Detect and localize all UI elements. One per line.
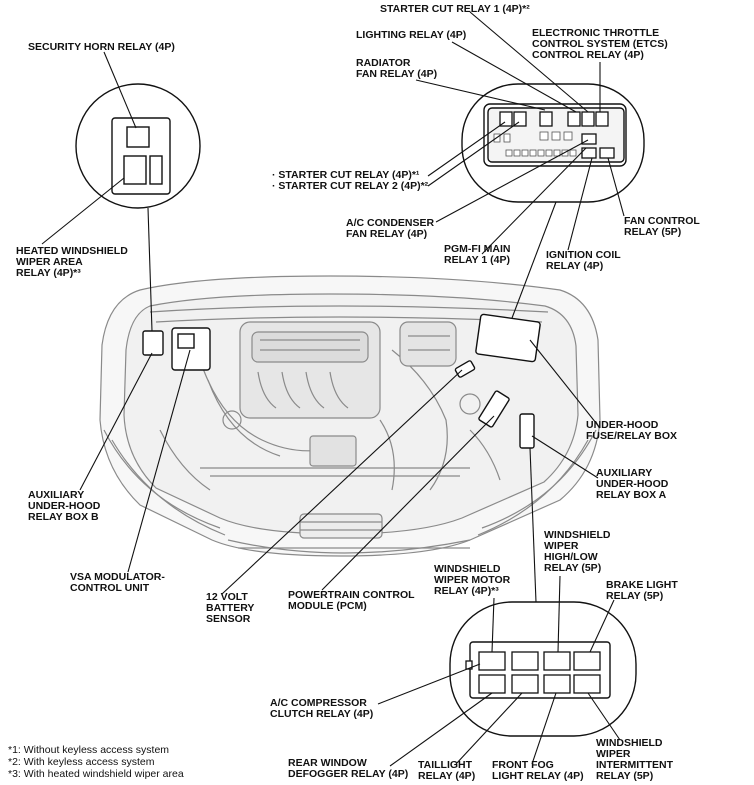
aux-relay-box-b-body: [143, 331, 163, 355]
footnote-3: *3: With heated windshield wiper area: [8, 768, 184, 780]
footnote-1: *1: Without keyless access system: [8, 744, 169, 756]
aux-relay-box-a-body: [520, 414, 534, 448]
security-horn-relay-inset: [76, 84, 200, 208]
label-security-horn-relay: SECURITY HORN RELAY (4P): [28, 42, 175, 53]
bottom-relay-block-inset: [450, 602, 636, 736]
label-lighting-relay: LIGHTING RELAY (4P): [356, 30, 466, 41]
label-vsa-modulator-control-unit: VSA MODULATOR-CONTROL UNIT: [70, 572, 165, 594]
footnote-2: *2: With keyless access system: [8, 756, 154, 768]
label-starter-cut-relay-1: STARTER CUT RELAY 1 (4P)*²: [380, 4, 530, 15]
under-hood-fuse-box-body: [476, 314, 541, 362]
label-starter-cut-relays: · STARTER CUT RELAY (4P)*¹· STARTER CUT …: [272, 170, 428, 192]
